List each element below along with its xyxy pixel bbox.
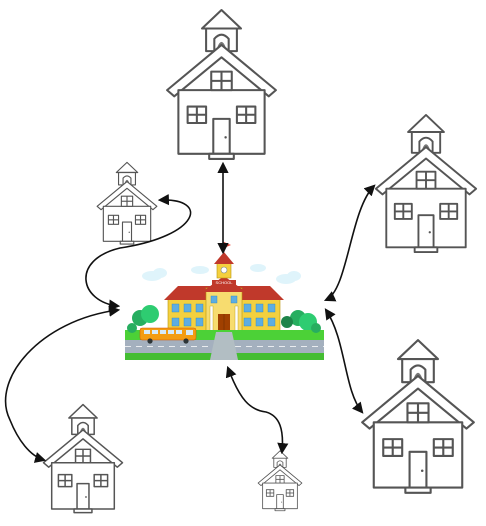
schoolhouse-outline-icon (96, 161, 158, 245)
schoolhouse-outline-icon (166, 9, 277, 160)
connector-bottom-left (4, 305, 121, 463)
large-school-building-icon: SCHOOL (125, 242, 324, 360)
schoolhouse-outline-icon (361, 339, 475, 494)
schoolhouse-bottom-left (42, 403, 124, 514)
schoolhouse-outline-icon (257, 450, 303, 512)
schoolhouse-top (166, 9, 277, 160)
schoolhouse-right-lower (361, 339, 475, 494)
schoolhouse-small-left (96, 161, 158, 245)
schoolhouse-outline-icon (42, 403, 124, 514)
school-bus-icon (139, 327, 197, 344)
flag-icon (224, 242, 231, 248)
school-sign-text: SCHOOL (216, 280, 234, 285)
connector-right-lower (324, 308, 364, 414)
schoolhouse-bottom-center (257, 450, 303, 512)
schoolhouse-right-upper (374, 113, 478, 254)
connector-right-upper (323, 184, 376, 302)
connectors (4, 161, 376, 463)
schoolhouse-outline-icon (374, 113, 478, 254)
central-school: SCHOOL (125, 242, 324, 360)
connector-bottom-center (225, 365, 289, 455)
connector-small-left (85, 194, 192, 311)
